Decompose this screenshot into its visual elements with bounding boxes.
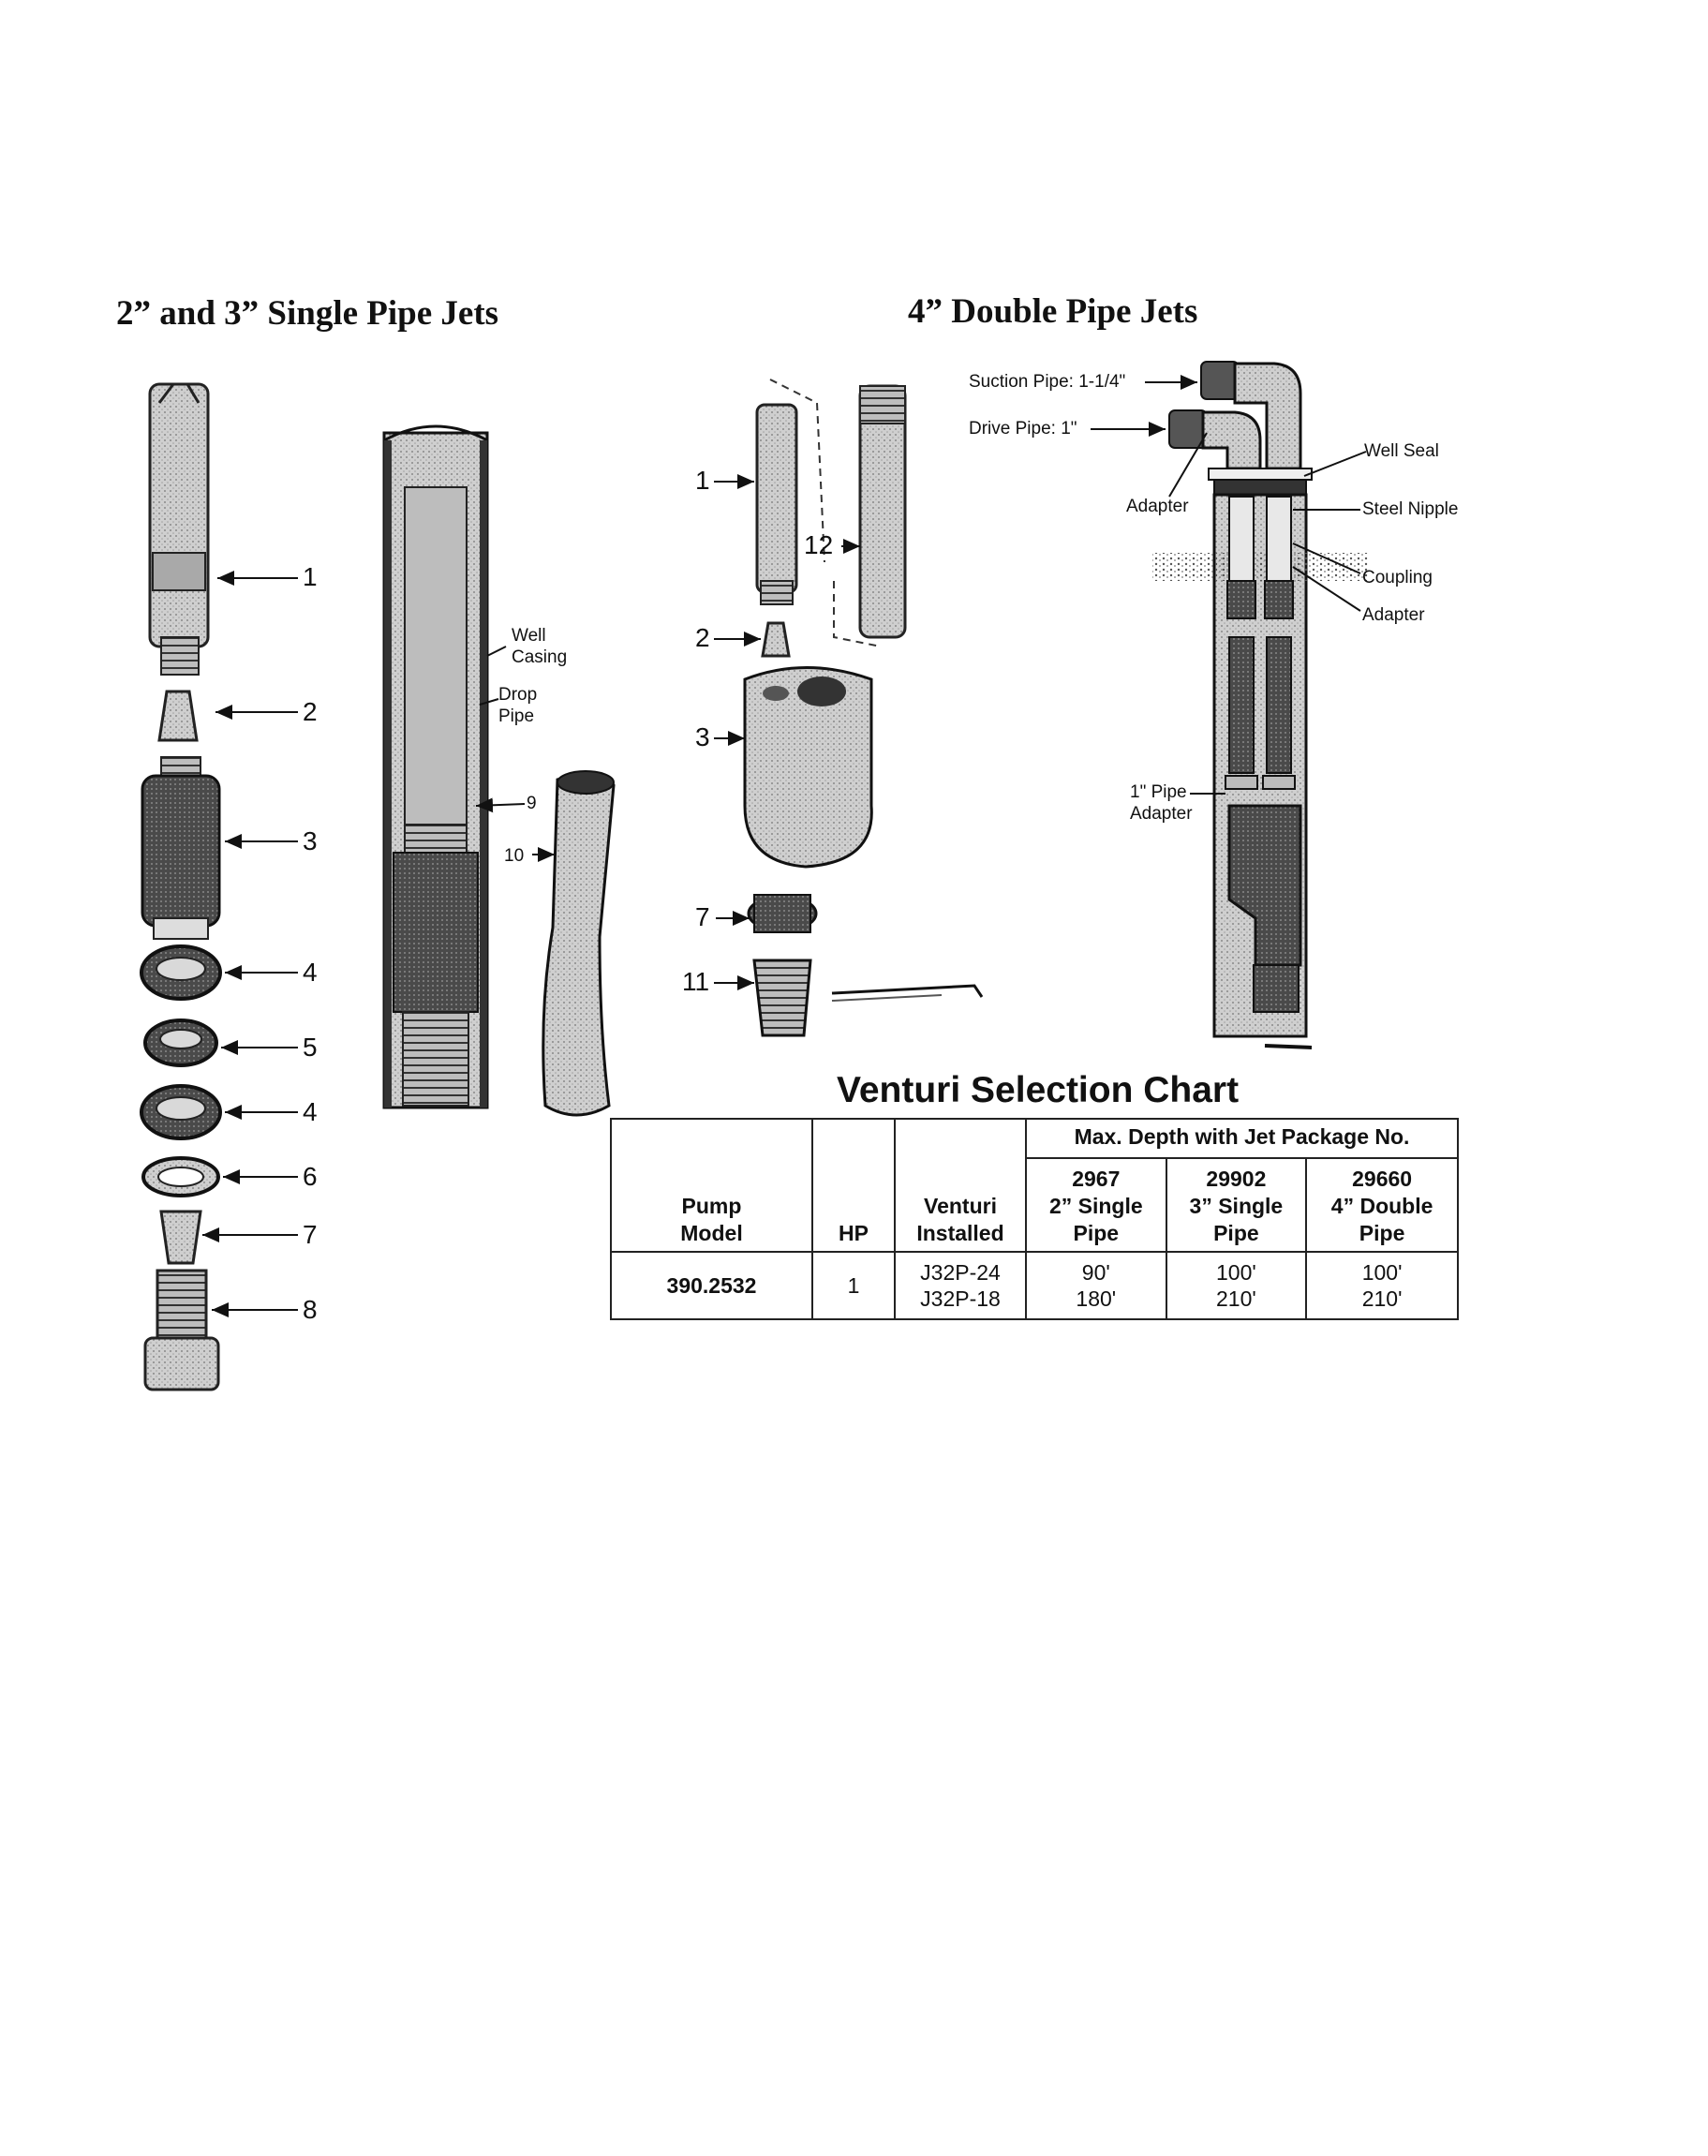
single-jet-leaders — [202, 571, 298, 1317]
pump-model-value: 390.2532 — [610, 1251, 813, 1320]
double-jet-leaders — [714, 474, 860, 990]
max-depth-header: Max. Depth with Jet Package No. — [1025, 1118, 1459, 1159]
double-callout-2: 2 — [695, 623, 710, 652]
double-jet-parts — [743, 379, 984, 1037]
casing-callout-9: 9 — [527, 794, 537, 813]
double-part-11-strainer — [752, 959, 812, 1037]
venturi-values: J32P-24 J32P-18 — [894, 1251, 1027, 1320]
single-jet-parts — [140, 382, 222, 1391]
well-casing-cutaway — [382, 424, 489, 1109]
double-callout-11: 11 — [682, 967, 710, 996]
single-callout-3: 3 — [303, 826, 318, 855]
table-row: 390.2532 1 J32P-24 J32P-18 90' 180' 100'… — [610, 1251, 1459, 1320]
casing-leaders — [475, 646, 555, 862]
col-pump-model: Pump Model — [610, 1118, 813, 1253]
drive-pipe-label: Drive Pipe: 1" — [969, 419, 1077, 439]
part-8-adapter — [143, 1269, 220, 1391]
depth-29660: 100' 210' — [1305, 1251, 1459, 1320]
col-venturi-installed: Venturi Installed — [894, 1118, 1027, 1253]
venturi-selection-table: Pump Model HP Venturi Installed Max. Dep… — [610, 1118, 1459, 1320]
package-2967: 2967 2” Single Pipe — [1025, 1157, 1167, 1253]
col-hp: HP — [811, 1118, 896, 1253]
single-callout-6: 6 — [303, 1162, 318, 1191]
single-callout-5: 5 — [303, 1033, 318, 1062]
double-pipe-well-installation — [1152, 361, 1368, 1049]
double-part-2-nozzle — [761, 621, 791, 658]
part-3-jet-body-housing — [141, 756, 221, 940]
single-callout-2: 2 — [303, 697, 318, 726]
well-casing-label: Well Casing — [512, 626, 568, 667]
depth-2967: 90' 180' — [1025, 1251, 1167, 1320]
part-7-venturi — [159, 1210, 202, 1265]
well-seal-label: Well Seal — [1364, 441, 1439, 461]
drop-pipe-label: Drop Pipe — [498, 685, 538, 726]
double-callout-12: 12 — [804, 530, 834, 559]
double-pipe-jets-heading: 4” Double Pipe Jets — [908, 292, 1198, 331]
hp-value: 1 — [811, 1251, 896, 1320]
single-callout-4: 4 — [303, 958, 318, 987]
venturi-chart-title: Venturi Selection Chart — [837, 1070, 1240, 1110]
single-callout-4b: 4 — [303, 1097, 318, 1126]
suction-pipe-label: Suction Pipe: 1-1/4" — [969, 372, 1126, 392]
part-2-nozzle — [157, 690, 199, 742]
single-callout-1: 1 — [303, 562, 318, 591]
adapter-label: Adapter — [1126, 497, 1189, 516]
part-10-drop-pipe — [542, 773, 616, 1117]
well-installation-leaders — [1091, 375, 1367, 795]
pipe-adapter-label: 1" Pipe Adapter — [1130, 782, 1193, 824]
single-pipe-jets-heading: 2” and 3” Single Pipe Jets — [116, 294, 499, 333]
double-part-3-jet-housing — [743, 666, 873, 869]
depth-29902: 100' 210' — [1165, 1251, 1308, 1320]
double-callout-1: 1 — [695, 466, 710, 495]
package-29660: 29660 4” Double Pipe — [1305, 1157, 1459, 1253]
double-callout-3: 3 — [695, 722, 710, 751]
adapter-2-label: Adapter — [1362, 605, 1425, 625]
casing-callout-10: 10 — [504, 846, 525, 866]
double-callout-7: 7 — [695, 902, 710, 931]
coupling-label: Coupling — [1362, 568, 1433, 587]
double-part-1-jet-body — [755, 403, 798, 594]
part-1-jet-body — [148, 382, 210, 676]
single-callout-8: 8 — [303, 1295, 318, 1324]
steel-nipple-label: Steel Nipple — [1362, 499, 1459, 519]
package-29902: 29902 3” Single Pipe — [1165, 1157, 1308, 1253]
single-callout-7: 7 — [303, 1220, 318, 1249]
